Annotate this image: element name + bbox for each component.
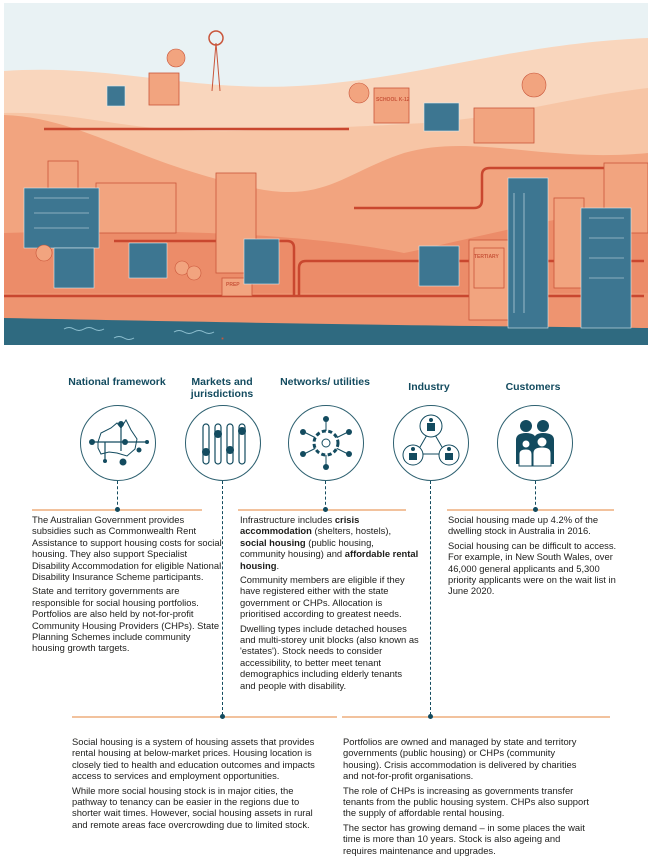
- knot: [533, 507, 538, 512]
- networks-text: Infrastructure includes crisis accommoda…: [240, 514, 420, 694]
- paragraph: The Australian Government provides subsi…: [32, 514, 222, 583]
- divider-markets: [72, 716, 337, 718]
- customers-text: Social housing made up 4.2% of the dwell…: [448, 514, 628, 600]
- paragraph: Dwelling types include detached houses a…: [240, 622, 419, 691]
- gear-network-icon: [288, 405, 364, 481]
- markets-text: Social housing is a system of housing as…: [72, 736, 322, 833]
- australia-map-network-icon: [80, 405, 156, 481]
- heading-markets-and-jurisdictions: Markets and jurisdictions: [190, 376, 254, 400]
- national-framework-text: The Australian Government provides subsi…: [32, 514, 222, 657]
- family-icon: [497, 405, 573, 481]
- prep-sign: PREP: [226, 282, 240, 288]
- knot: [428, 714, 433, 719]
- knot: [115, 507, 120, 512]
- housing-landscape-illustration: SCHOOL K-12 PREP TERTIARY: [4, 3, 648, 345]
- school-sign: SCHOOL K-12: [376, 97, 410, 103]
- paragraph: Community members are eligible if they h…: [240, 574, 405, 620]
- connector-customers: [535, 481, 536, 510]
- connector-industry: [430, 481, 431, 715]
- heading-networks-utilities: Networks/ utilities: [280, 376, 370, 388]
- heading-national-framework: National framework: [68, 376, 166, 388]
- knot: [220, 714, 225, 719]
- divider-customers: [447, 509, 614, 511]
- paragraph: The role of CHPs is increasing as govern…: [343, 784, 589, 819]
- paragraph: While more social housing stock is in ma…: [72, 784, 313, 830]
- paragraph: The sector has growing demand – in some …: [343, 821, 585, 856]
- industry-text: Portfolios are owned and managed by stat…: [343, 736, 593, 859]
- heading-industry: Industry: [408, 381, 450, 393]
- divider-industry: [342, 716, 610, 718]
- paragraph: State and territory governments are resp…: [32, 585, 220, 654]
- paragraph: Social housing made up 4.2% of the dwell…: [448, 514, 599, 537]
- divider-networks: [238, 509, 406, 511]
- paragraph: Social housing can be difficult to acces…: [448, 539, 617, 597]
- heading-customers: Customers: [505, 381, 561, 393]
- paragraph: Social housing is a system of housing as…: [72, 736, 315, 782]
- paragraph: Portfolios are owned and managed by stat…: [343, 736, 577, 782]
- paragraph: Infrastructure includes crisis accommoda…: [240, 514, 419, 571]
- connected-groups-icon: [393, 405, 469, 481]
- knot: [323, 507, 328, 512]
- connector-markets: [222, 481, 223, 715]
- connector-networks: [325, 481, 326, 510]
- tertiary-sign: TERTIARY: [474, 254, 499, 260]
- sliders-icon: [185, 405, 261, 481]
- connector-national-framework: [117, 481, 118, 510]
